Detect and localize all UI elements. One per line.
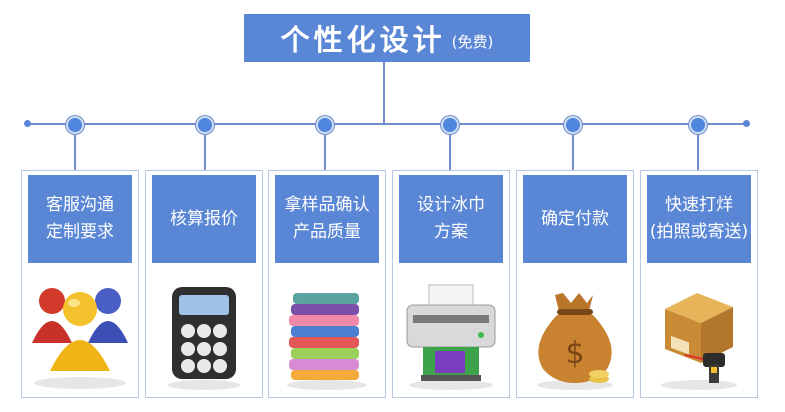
step-label-5: 确定付款 bbox=[523, 175, 627, 263]
svg-text:$: $ bbox=[565, 336, 584, 371]
step-label-6: 快速打烊 (拍照或寄送) bbox=[647, 175, 751, 263]
calculator-icon bbox=[168, 287, 240, 390]
drop-line-2 bbox=[204, 124, 206, 170]
title-sub: (免费) bbox=[451, 32, 494, 51]
title-main: 个性化设计 bbox=[280, 23, 446, 57]
timeline-node-6 bbox=[689, 116, 707, 134]
step-card-3: 拿样品确认 产品质量 bbox=[268, 170, 386, 398]
customer-service-people-icon bbox=[32, 288, 128, 389]
timeline-node-5 bbox=[564, 116, 582, 134]
step-card-4: 设计冰巾 方案 bbox=[392, 170, 510, 398]
drop-line-5 bbox=[572, 124, 574, 170]
timeline-node-4 bbox=[441, 116, 459, 134]
step-label-3: 拿样品确认 产品质量 bbox=[275, 175, 379, 263]
horizontal-timeline bbox=[27, 123, 747, 125]
step-card-1: 客服沟通 定制要求 bbox=[21, 170, 139, 398]
shipping-box-scanner-icon bbox=[661, 293, 737, 390]
timeline-node-1 bbox=[66, 116, 84, 134]
drop-line-4 bbox=[449, 124, 451, 170]
timeline-node-2 bbox=[196, 116, 214, 134]
step-card-2: 核算报价 bbox=[145, 170, 263, 398]
title-box: 个性化设计 (免费) bbox=[244, 14, 530, 62]
step-label-4: 设计冰巾 方案 bbox=[399, 175, 503, 263]
title-connector-line bbox=[383, 62, 385, 124]
printer-icon bbox=[406, 284, 496, 390]
step-card-5: 确定付款 $ bbox=[516, 170, 634, 398]
towel-stack-icon bbox=[287, 293, 367, 390]
money-bag-icon: $ bbox=[537, 293, 613, 390]
drop-line-3 bbox=[324, 124, 326, 170]
timeline-right-end-dot bbox=[743, 120, 750, 127]
drop-line-6 bbox=[697, 124, 699, 170]
step-card-6: 快速打烊 (拍照或寄送) bbox=[640, 170, 758, 398]
step-label-2: 核算报价 bbox=[152, 175, 256, 263]
step-label-1: 客服沟通 定制要求 bbox=[28, 175, 132, 263]
drop-line-1 bbox=[74, 124, 76, 170]
timeline-left-end-dot bbox=[24, 120, 31, 127]
timeline-node-3 bbox=[316, 116, 334, 134]
